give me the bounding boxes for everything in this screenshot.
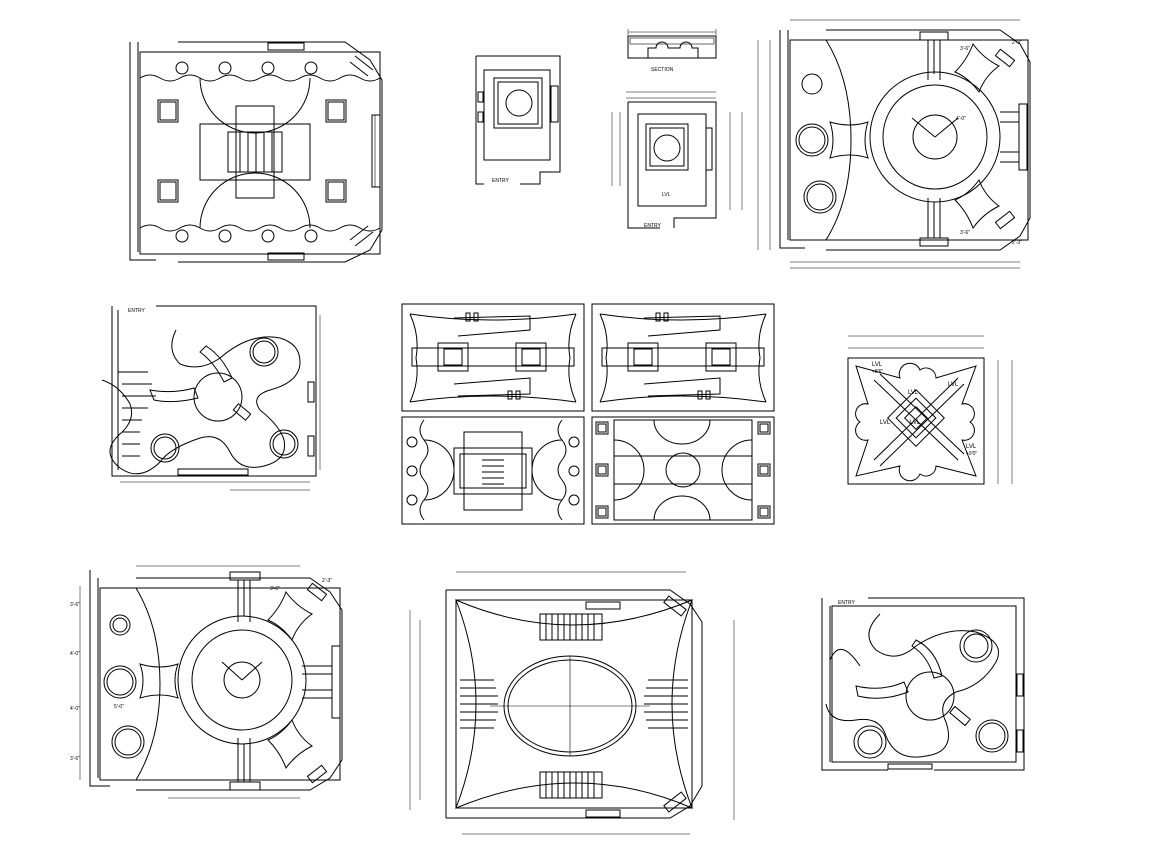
lvl-label-b: LVL (662, 192, 671, 198)
ceiling-tile-3 (401, 416, 585, 525)
ceiling-tile-4 (591, 416, 775, 525)
entry-label-b: ENTRY (644, 223, 662, 229)
dim-p4-7: 5'-0" (114, 704, 124, 710)
dim-p2-2: 3'-6" (960, 230, 970, 236)
dim-p4-3: 4'-0" (70, 706, 80, 712)
dim-p2-1: 3'-6" (960, 46, 970, 52)
lvl-d-1-val: +8'6" (872, 369, 883, 375)
section-label: SECTION (651, 67, 674, 73)
dim-p4-1: 3'-6" (70, 602, 80, 608)
ceiling-tile-diamond: LVL +8'6" LVL LVL LVL LVL LVL +9'0" (847, 335, 1013, 485)
entry-label-p3: ENTRY (128, 308, 146, 314)
lvl-d-3: LVL (908, 390, 919, 396)
ceiling-plan-3: ENTRY (101, 305, 321, 491)
ceiling-plan-1 (129, 41, 383, 263)
ceiling-plan-4: 3'-6" 4'-0" 4'-0" 3'-6" 3'-6" 2'-3" 5'-0… (70, 565, 343, 799)
lvl-d-4: LVL (880, 420, 891, 426)
ceiling-plan-5 (409, 571, 735, 835)
lvl-d-6-val: +9'0" (966, 451, 977, 457)
ceiling-plan-2: 3'-6" 3'-6" 2'-3" 2'-3" 4'-0" (757, 19, 1031, 269)
lvl-d-5: LVL (910, 420, 921, 426)
ceiling-plan-6: ENTRY (821, 597, 1025, 771)
lvl-d-6: LVL (966, 444, 977, 450)
dim-p4-6: 2'-3" (322, 578, 332, 584)
ceiling-plan-small-a: ENTRY (475, 55, 561, 185)
dim-p2-4: 2'-3" (1012, 240, 1022, 246)
dim-p4-5: 3'-6" (270, 586, 280, 592)
dim-p4-2: 4'-0" (70, 651, 80, 657)
ceiling-tile-1 (401, 303, 585, 412)
lvl-d-1: LVL (872, 362, 883, 368)
section-detail: SECTION (627, 29, 717, 73)
entry-label-p6: ENTRY (838, 600, 856, 606)
lvl-d-2: LVL (948, 382, 959, 388)
ceiling-tile-2 (591, 303, 775, 412)
dim-p2-3: 2'-3" (1012, 40, 1022, 46)
entry-label-a: ENTRY (492, 178, 510, 184)
dim-p4-4: 3'-6" (70, 756, 80, 762)
dim-p2-5: 4'-0" (956, 116, 966, 122)
ceiling-plan-small-b: LVL ENTRY (611, 91, 743, 229)
